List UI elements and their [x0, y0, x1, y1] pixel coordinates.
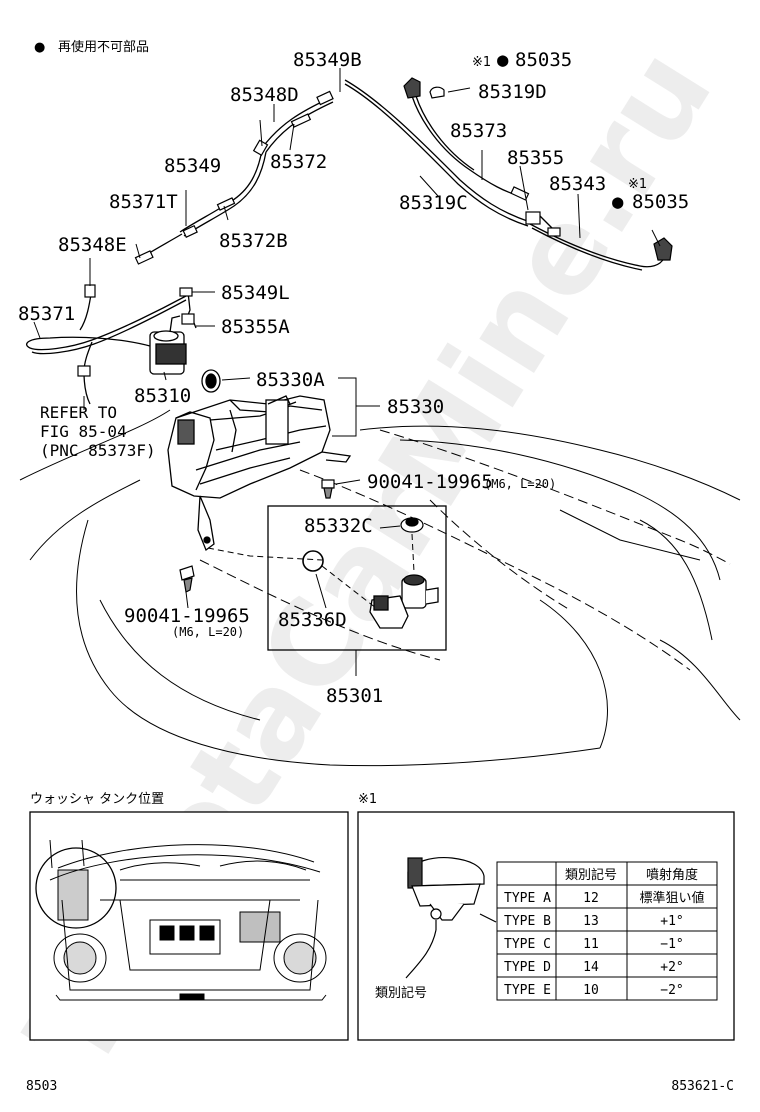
label-85330A: 85330A: [256, 369, 325, 391]
type-callout-label: 類別記号: [375, 985, 427, 1001]
footer-right-code: 853621-C: [671, 1079, 734, 1094]
label-85310: 85310: [134, 385, 191, 407]
left-hose-connectors: [77, 90, 334, 377]
reference-note: REFER TO FIG 85-04 (PNC 85373F): [40, 403, 156, 460]
table-row-b-type: TYPE B: [504, 914, 551, 929]
footer-left-code: 8503: [26, 1079, 57, 1094]
label-85035-right: 85035: [632, 191, 689, 213]
table-header-angle: 噴射角度: [646, 867, 698, 883]
tank-location-title: ウォッシャ タンク位置: [30, 792, 164, 807]
label-bolt-lower: 90041-19965: [124, 605, 250, 627]
bullet-85035-right: ●: [612, 191, 624, 213]
table-row-e-type: TYPE E: [504, 983, 551, 998]
label-85348D: 85348D: [230, 84, 299, 106]
label-bolt-lower-spec: (M6, L=20): [172, 625, 244, 639]
label-85330: 85330: [387, 396, 444, 418]
table-row-a-angle: 標準狙い値: [639, 890, 704, 906]
bolt-upper: [321, 479, 335, 499]
label-85319C: 85319C: [399, 192, 468, 214]
label-85355: 85355: [507, 147, 564, 169]
nozzle-detail-drawing: [405, 857, 497, 979]
label-85301: 85301: [326, 685, 383, 707]
table-row-a-type: TYPE A: [504, 891, 551, 906]
table-header-code: 類別記号: [565, 867, 617, 883]
label-85319D: 85319D: [478, 81, 547, 103]
hood-dashed-lines: [199, 429, 731, 671]
right-hose-connectors: [510, 186, 561, 237]
reference-note-line-1: REFER TO: [40, 403, 117, 422]
label-85371: 85371: [18, 303, 75, 325]
kit-box: [267, 505, 447, 651]
label-85371T: 85371T: [109, 191, 178, 213]
label-85035-top: 85035: [515, 49, 572, 71]
part-labels: 85349B 85348D 85349 85372 85371T 85372B …: [18, 49, 689, 707]
table-row-e-angle: −2°: [660, 983, 683, 998]
table-row-d-type: TYPE D: [504, 960, 551, 975]
leader-lines: [33, 68, 661, 676]
washer-nozzle-top: [403, 77, 445, 99]
washer-tank: [167, 395, 352, 552]
legend-text: 再使用不可部品: [58, 39, 149, 55]
nozzle-type-table: 類別記号 噴射角度 TYPE A 12 標準狙い値 TYPE B 13 +1° …: [496, 861, 718, 1001]
label-85372: 85372: [270, 151, 327, 173]
bolt-lower: [179, 565, 195, 593]
washer-nozzle-right: [653, 237, 673, 261]
reference-note-line-2: FIG 85-04: [40, 422, 127, 441]
table-row-a-code: 12: [583, 891, 599, 906]
table-row-b-code: 13: [583, 914, 599, 929]
right-hose-assembly: [344, 79, 665, 271]
car-body-outline: [19, 409, 741, 767]
label-85349: 85349: [164, 155, 221, 177]
type-panel-title: ※1: [358, 792, 377, 807]
reference-note-line-3: (PNC 85373F): [40, 441, 156, 460]
label-85373: 85373: [450, 120, 507, 142]
label-bolt-upper-spec: (M6, L=20): [484, 477, 556, 491]
kit-pump: [369, 574, 439, 629]
label-85355A: 85355A: [221, 316, 290, 338]
engine-bay-drawing: [35, 839, 327, 1001]
table-row-e-code: 10: [583, 983, 599, 998]
grommet: [201, 369, 221, 393]
table-row-c-type: TYPE C: [504, 937, 551, 952]
table-row-c-code: 11: [583, 937, 599, 952]
type-panel: [357, 811, 735, 1041]
label-85035-right-mark: ※1: [628, 177, 647, 192]
label-bolt-upper: 90041-19965: [367, 471, 493, 493]
kit-dashed-leaders: [207, 533, 415, 609]
label-85343: 85343: [549, 173, 606, 195]
washer-pump: [149, 315, 187, 375]
label-85332C: 85332C: [304, 515, 373, 537]
legend-bullet: ●: [34, 40, 45, 55]
table-row-c-angle: −1°: [660, 937, 683, 952]
label-85349B: 85349B: [293, 49, 362, 71]
pump-seal-cap: [400, 517, 424, 533]
label-85372B: 85372B: [219, 230, 288, 252]
label-85336D: 85336D: [278, 609, 347, 631]
table-row-b-angle: +1°: [660, 914, 683, 929]
label-85035-top-mark: ※1: [472, 55, 491, 70]
table-row-d-angle: +2°: [660, 960, 683, 975]
table-row-d-code: 14: [583, 960, 599, 975]
bullet-85035-top: ●: [497, 49, 509, 71]
o-ring: [302, 550, 324, 572]
label-85348E: 85348E: [58, 234, 127, 256]
label-85349L: 85349L: [221, 282, 290, 304]
